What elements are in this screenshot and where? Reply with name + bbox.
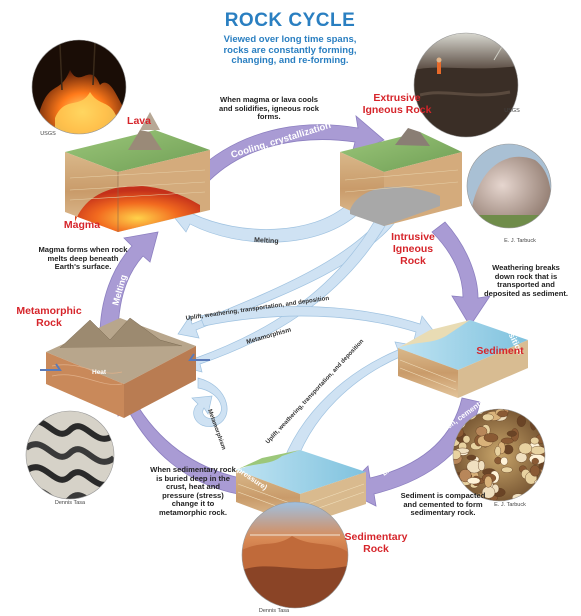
magma-label: Magma — [63, 219, 101, 231]
volcano-block — [65, 112, 210, 232]
metamorphic-block — [40, 317, 210, 418]
sand-grain — [534, 478, 545, 487]
metamorphism-loop-arrow — [191, 377, 228, 427]
sediment-photo-credit: E. J. Tarbuck — [494, 502, 526, 508]
metamorphic-label: Metamorphic Rock — [16, 305, 82, 329]
sand-grain — [500, 437, 514, 444]
sand-grain — [506, 430, 517, 437]
sand-grain — [462, 435, 471, 444]
intrusive-photo-credit: E. J. Tarbuck — [504, 238, 536, 244]
uplift-mid-label: Uplift, weathering, transportation, and … — [265, 338, 365, 445]
sand-grain — [534, 414, 545, 421]
extrusive-photo-credit: USGS — [504, 108, 520, 114]
melting-short-label: Melting — [254, 237, 279, 245]
sand-grain — [467, 477, 481, 485]
diagram-subtitle: Viewed over long time spans, rocks are c… — [223, 34, 357, 67]
extrusive-photo — [413, 32, 519, 138]
sand-grain — [529, 465, 540, 477]
sand-grain — [500, 456, 509, 466]
sand-grain — [501, 466, 513, 473]
sand-grain — [477, 460, 486, 471]
extrusive-label: Extrusive Igneous Rock — [362, 92, 432, 116]
lithification-description: Sediment is compacted and cemented to fo… — [400, 491, 486, 517]
sediment-label: Sediment — [476, 345, 524, 357]
metamorphic-photo — [25, 410, 115, 500]
melting-arrow — [99, 231, 159, 337]
sand-grain — [475, 426, 488, 437]
sand-grain — [497, 410, 509, 418]
sedimentary-photo-credit: Dennis Tasa — [258, 608, 290, 614]
metamorphism-description: When sedimentary rock is buried deep in … — [150, 465, 236, 517]
sand-grain — [483, 433, 499, 443]
granite-photo — [466, 143, 552, 229]
sand-grain — [494, 446, 502, 457]
cooling-description: When magma or lava cools and solidifies,… — [218, 95, 319, 121]
cooling-arrow — [194, 114, 385, 181]
sand-grain — [534, 488, 545, 500]
canyon-photo — [241, 501, 349, 609]
intrusive-block — [340, 128, 462, 226]
sand-photo — [452, 408, 546, 502]
lava-label: Lava — [127, 115, 151, 127]
magma-description: Magma forms when rock melts deep beneath… — [38, 245, 128, 271]
sedimentary-label: Sedimentary Rock — [344, 531, 408, 555]
lava-photo-credit: USGS — [40, 131, 56, 137]
heat-label: Heat — [92, 369, 107, 376]
sand-grain — [530, 437, 540, 445]
sand-grain — [482, 413, 494, 421]
sand-grain — [530, 445, 545, 455]
sand-grain — [484, 475, 493, 488]
lava-photo — [31, 39, 127, 135]
sand-grain — [513, 409, 523, 414]
sand-grain — [516, 415, 526, 427]
intrusive-label: Intrusive Igneous Rock — [391, 231, 435, 267]
sediment-block — [398, 320, 528, 398]
metamorphic-photo-credit: Dennis Tasa — [54, 500, 86, 506]
sand-grain — [466, 454, 477, 461]
diagram-title: ROCK CYCLE — [224, 10, 356, 31]
weathering-description: Weathering breaks down rock that is tran… — [484, 263, 568, 298]
sand-grain — [518, 442, 533, 455]
sand-grain — [531, 457, 539, 465]
